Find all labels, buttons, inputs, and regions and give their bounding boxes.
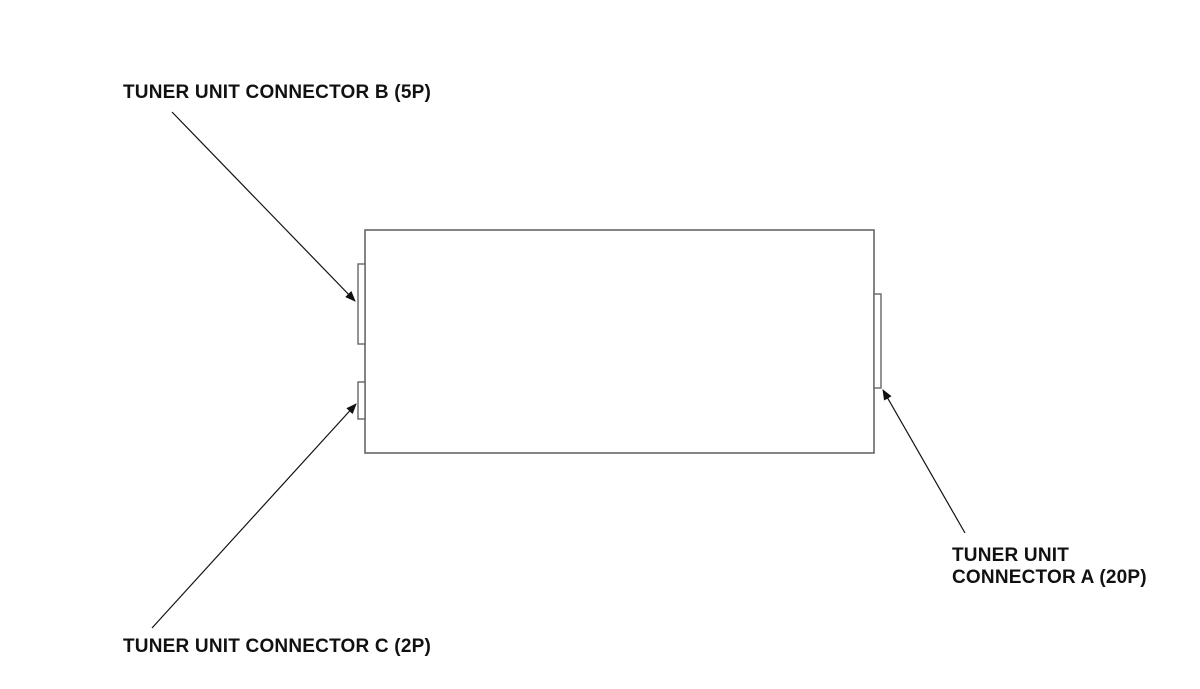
label-connector-a-line2: CONNECTOR A (20P): [952, 567, 1147, 588]
leader-line-connector-c: [151, 403, 357, 629]
leader-line-connector-b: [171, 111, 356, 302]
leader-line-connector-a: [882, 389, 966, 534]
label-connector-a-line1: TUNER UNIT: [952, 545, 1070, 566]
connector-a: [873, 293, 882, 389]
label-connector-c: TUNER UNIT CONNECTOR C (2P): [123, 636, 431, 657]
connector-c: [357, 381, 366, 420]
label-connector-b: TUNER UNIT CONNECTOR B (5P): [123, 82, 431, 103]
connector-b: [357, 263, 366, 345]
tuner-unit-body: [364, 229, 875, 454]
label-connector-a: TUNER UNIT CONNECTOR A (20P): [952, 545, 1147, 589]
